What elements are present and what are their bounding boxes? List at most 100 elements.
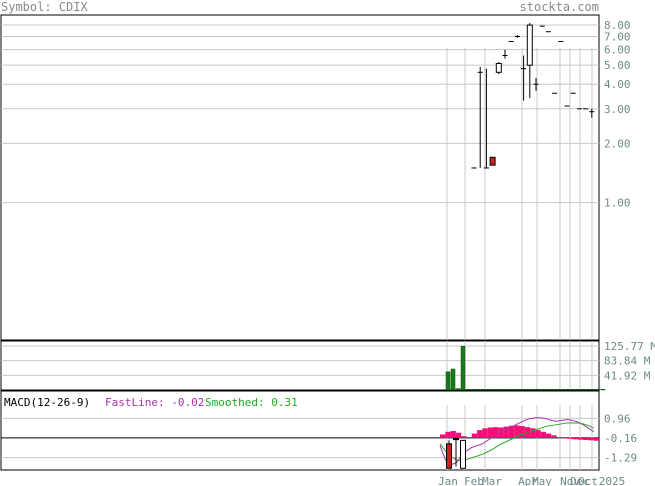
macd-price-bar bbox=[446, 440, 452, 469]
macd-histogram-bar bbox=[546, 433, 552, 438]
volume-bar bbox=[570, 389, 576, 391]
x-tick-label: 2025 bbox=[599, 475, 626, 486]
macd-histogram-bar bbox=[530, 428, 536, 438]
x-tick-label: Oct bbox=[578, 475, 598, 486]
macd-price-bar bbox=[460, 439, 466, 469]
macd-histogram-bar bbox=[567, 437, 573, 439]
macd-histogram-bar bbox=[577, 437, 584, 440]
macd-smoothed-label: Smoothed: 0.31 bbox=[205, 396, 298, 409]
macd-histogram-bar bbox=[466, 437, 472, 438]
macd-panel: MACD(12-26-9) FastLine: -0.02 Smoothed: … bbox=[0, 390, 637, 471]
price-candle bbox=[589, 108, 595, 118]
macd-histogram-bar bbox=[535, 430, 541, 438]
macd-histogram-bar bbox=[561, 437, 568, 439]
volume-bar bbox=[495, 389, 501, 391]
macd-histogram-bar bbox=[477, 430, 483, 438]
macd-tick-label: -0.16 bbox=[604, 432, 637, 445]
x-tick-label: May bbox=[532, 475, 552, 486]
price-tick-label: 8.00 bbox=[604, 19, 631, 32]
macd-histogram-bar bbox=[461, 436, 467, 438]
price-candle bbox=[502, 49, 508, 59]
x-tick-label: Dec bbox=[570, 475, 590, 486]
macd-histogram-bar bbox=[493, 427, 499, 438]
volume-bar bbox=[455, 388, 461, 391]
macd-histogram-bar bbox=[556, 437, 562, 438]
volume-bar bbox=[560, 389, 566, 391]
volume-bar bbox=[490, 389, 496, 391]
price-candle bbox=[521, 55, 527, 101]
volume-bar bbox=[515, 389, 521, 391]
x-tick-label: Jan bbox=[438, 475, 458, 486]
volume-bar bbox=[535, 389, 541, 391]
volume-bar bbox=[480, 389, 486, 391]
macd-histogram-bar bbox=[551, 435, 557, 438]
macd-histogram-bar bbox=[487, 427, 493, 438]
volume-bar bbox=[445, 371, 451, 391]
volume-tick-label: 83.84 M bbox=[604, 355, 651, 368]
macd-histogram-bar bbox=[445, 431, 451, 438]
price-candle bbox=[483, 68, 489, 169]
macd-histogram-bar bbox=[503, 426, 509, 438]
macd-histogram-bar bbox=[455, 432, 462, 438]
volume-bar bbox=[465, 389, 471, 391]
volume-bar bbox=[550, 389, 556, 391]
price-candle bbox=[495, 61, 502, 75]
volume-bar bbox=[590, 389, 596, 391]
macd-tick-label: -1.29 bbox=[604, 452, 637, 465]
price-candle bbox=[526, 22, 533, 99]
macd-price-body bbox=[446, 443, 452, 469]
candle-body bbox=[526, 24, 533, 66]
volume-bar bbox=[485, 389, 491, 391]
candle-body bbox=[495, 62, 502, 73]
volume-frame bbox=[0, 340, 600, 391]
macd-histogram-bar bbox=[440, 434, 446, 438]
candle-body bbox=[489, 156, 496, 166]
price-tick-label: 1.00 bbox=[604, 197, 631, 210]
macd-histogram-bar bbox=[540, 431, 546, 438]
volume-bar bbox=[470, 389, 476, 391]
price-tick-label: 2.00 bbox=[604, 137, 631, 150]
macd-frame bbox=[0, 390, 600, 471]
x-tick-label: Nov bbox=[560, 475, 580, 486]
volume-bar bbox=[600, 389, 606, 391]
macd-histogram-bar bbox=[508, 425, 515, 438]
x-tick-label: Mar bbox=[482, 475, 502, 486]
macd-histogram-bar bbox=[471, 433, 478, 438]
price-tick-label: 5.00 bbox=[604, 59, 631, 72]
volume-bar bbox=[580, 389, 586, 391]
macd-price-body bbox=[453, 438, 459, 441]
x-tick-label: Apr bbox=[518, 475, 538, 486]
volume-bar bbox=[575, 389, 581, 391]
volume-bar bbox=[520, 389, 526, 391]
macd-histogram-bar bbox=[519, 426, 525, 438]
price-candle bbox=[477, 66, 483, 168]
macd-histogram-bar bbox=[572, 437, 578, 440]
volume-bar bbox=[500, 389, 506, 391]
macd-histogram-bar bbox=[498, 427, 504, 438]
volume-bar bbox=[450, 368, 456, 391]
symbol-label: Symbol: CDIX bbox=[1, 0, 88, 14]
macd-tick-label: 0.96 bbox=[604, 412, 631, 425]
volume-bar bbox=[540, 389, 546, 391]
macd-histogram-bar bbox=[450, 430, 456, 438]
brand-label: stockta.com bbox=[520, 0, 599, 14]
volume-bar bbox=[475, 389, 481, 391]
volume-bar bbox=[585, 389, 591, 391]
macd-histogram-bar bbox=[593, 437, 599, 441]
price-tick-label: 6.00 bbox=[604, 44, 631, 57]
price-panel: 8.007.006.005.004.003.002.001.00 bbox=[0, 14, 631, 341]
macd-fastline-label: FastLine: -0.02 bbox=[105, 396, 204, 409]
macd-histogram-bar bbox=[514, 425, 520, 438]
volume-bar bbox=[565, 389, 571, 391]
volume-tick-label: 125.77 M bbox=[604, 340, 655, 353]
price-tick-label: 7.00 bbox=[604, 30, 631, 43]
volume-bar bbox=[510, 389, 516, 391]
price-tick-label: 3.00 bbox=[604, 103, 631, 116]
macd-price-body bbox=[460, 439, 466, 469]
volume-bar bbox=[530, 389, 536, 391]
price-candle bbox=[533, 78, 539, 91]
macd-histogram-bar bbox=[588, 437, 594, 441]
volume-panel: 125.77 M83.84 M41.92 M bbox=[0, 340, 655, 391]
